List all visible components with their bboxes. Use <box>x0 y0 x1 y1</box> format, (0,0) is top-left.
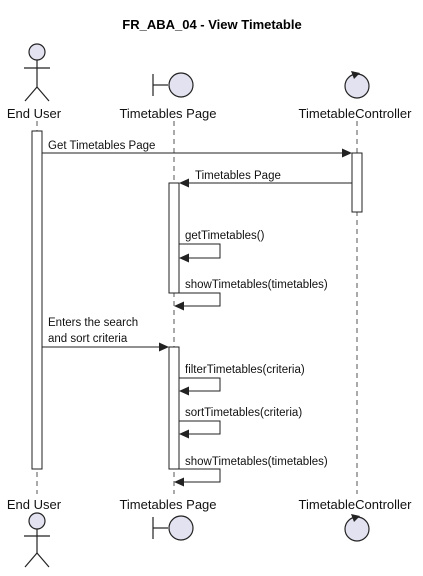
actor-icon-bottom <box>24 512 50 568</box>
message-label-line-2: and sort criteria <box>48 333 128 345</box>
activation-page-1 <box>168 182 180 294</box>
message-sort-timetables: sortTimetables(criteria) <box>179 407 302 439</box>
participant-label-timetables-page-bottom: Timetables Page <box>119 497 216 512</box>
boundary-icon <box>152 72 194 98</box>
actor-icon <box>24 43 50 102</box>
boundary-icon-bottom <box>152 515 194 541</box>
message-timetables-page-return: Timetables Page <box>179 170 352 188</box>
message-show-timetables-1: showTimetables(timetables) <box>174 279 328 311</box>
message-get-timetables-page: Get Timetables Page <box>42 140 352 158</box>
message-label: Timetables Page <box>195 170 281 182</box>
message-enters-criteria: Enters the search and sort criteria <box>42 317 169 352</box>
message-label: showTimetables(timetables) <box>185 279 328 291</box>
participant-label-timetables-page: Timetables Page <box>119 106 216 121</box>
message-show-timetables-2: showTimetables(timetables) <box>174 456 328 487</box>
message-get-timetables: getTimetables() <box>179 230 265 263</box>
activation-end-user <box>31 130 43 470</box>
participant-label-timetable-controller-bottom: TimetableController <box>299 497 413 512</box>
message-label: showTimetables(timetables) <box>185 456 328 468</box>
message-label-line-1: Enters the search <box>48 317 138 329</box>
message-label: filterTimetables(criteria) <box>185 364 305 376</box>
activation-controller <box>351 152 363 213</box>
diagram-title: FR_ABA_04 - View Timetable <box>122 17 301 32</box>
message-label: Get Timetables Page <box>48 140 155 152</box>
activation-page-2 <box>168 346 180 470</box>
message-label: getTimetables() <box>185 230 265 242</box>
message-label: sortTimetables(criteria) <box>185 407 302 419</box>
control-icon <box>344 71 370 99</box>
participant-label-timetable-controller: TimetableController <box>299 106 413 121</box>
participant-label-end-user-bottom: End User <box>7 497 62 512</box>
message-filter-timetables: filterTimetables(criteria) <box>179 364 305 396</box>
participant-label-end-user: End User <box>7 106 62 121</box>
control-icon-bottom <box>344 514 370 542</box>
